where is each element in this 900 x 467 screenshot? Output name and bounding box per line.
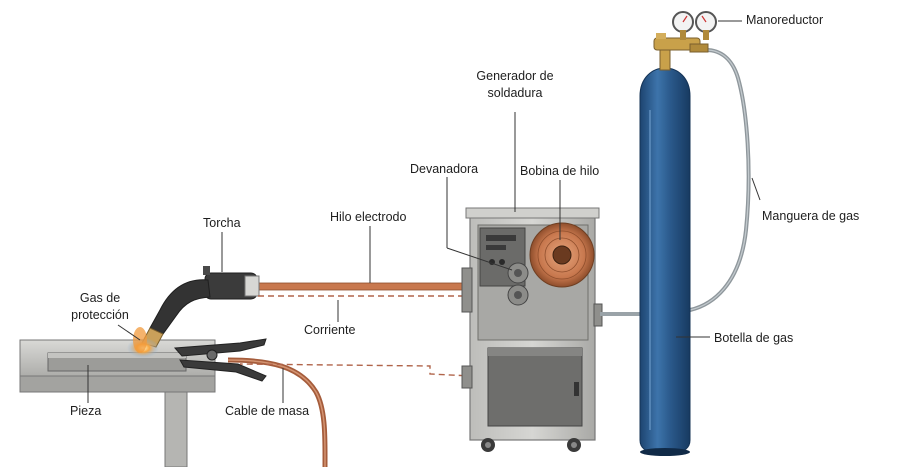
machine-door (487, 347, 583, 427)
label-devanadora: Devanadora (410, 162, 479, 176)
current-path (239, 295, 487, 377)
pressure-regulator (653, 11, 717, 71)
label-cable-masa: Cable de masa (225, 404, 310, 418)
gas-hose (689, 48, 751, 312)
electrode-wire (249, 282, 469, 291)
label-manguera: Manguera de gas (762, 209, 860, 223)
ground-clamp (173, 338, 267, 382)
label-hilo-electrodo: Hilo electrodo (330, 210, 407, 224)
table-leg (164, 391, 188, 467)
gas-cylinder (639, 67, 691, 456)
label-corriente: Corriente (304, 323, 356, 337)
label-pieza: Pieza (70, 404, 102, 418)
welding-machine (461, 207, 603, 452)
label-generador: Generador de soldadura (476, 69, 554, 100)
label-botella: Botella de gas (714, 331, 794, 345)
label-manoreductor: Manoreductor (746, 13, 824, 27)
welding-torch (141, 266, 469, 348)
label-torcha: Torcha (203, 216, 241, 230)
workpiece (47, 352, 187, 372)
label-bobina: Bobina de hilo (520, 164, 600, 178)
label-gas-proteccion: Gas de protección (71, 291, 129, 322)
